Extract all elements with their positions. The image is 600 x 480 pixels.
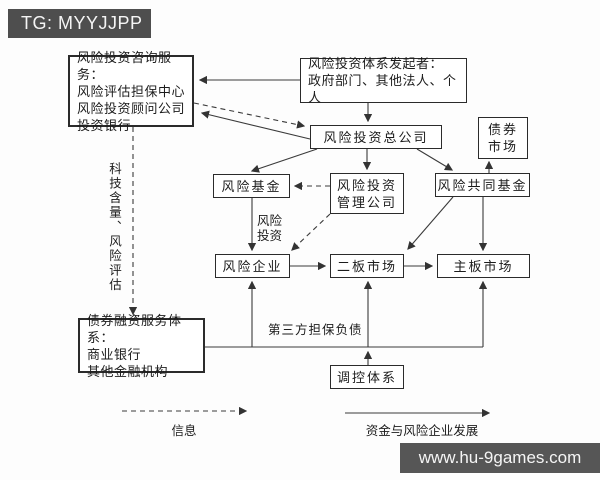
legend-solid-label: 资金与风险企业发展 xyxy=(365,424,479,438)
node-vc-management-co: 风险投资 管理公司 xyxy=(330,173,404,214)
node-bond-market: 债券 市场 xyxy=(478,117,528,159)
node-consult-services: 风险投资咨询服务： 风险评估担保中心 风险投资顾问公司 投资银行 xyxy=(68,50,194,133)
edge-label-tech-content: 科技含量、风险评估 xyxy=(107,162,121,293)
node-consult-line: 风险投资顾问公司 xyxy=(77,100,186,116)
node-bond-market-line: 市场 xyxy=(487,139,518,154)
edge-label-risk-invest: 风险 投资 xyxy=(257,214,282,244)
edge-vchq-to-venture-fund xyxy=(250,148,318,173)
node-vc-management-co-line: 风险投资 xyxy=(336,177,397,193)
node-bond-market-line: 债券 xyxy=(487,122,518,137)
edge-label-third-party-guarantee: 第三方担保负债 xyxy=(268,323,363,337)
node-mutual-fund-label: 风险共同基金 xyxy=(437,177,528,193)
node-vc-headquarters: 风险投资总公司 xyxy=(310,125,442,149)
edge-label-risk-invest-line: 风险 xyxy=(257,214,283,228)
node-bond-finance-services: 债券融资服务体系： 商业银行 其他金融机构 xyxy=(78,313,205,379)
node-venture-enterprise: 风险企业 xyxy=(215,254,290,278)
legend-dashed-label: 信息 xyxy=(171,424,197,438)
node-venture-fund: 风险基金 xyxy=(213,174,290,198)
node-main-board-market-label: 主板市场 xyxy=(453,258,514,274)
edge-vchq-to-mutual-fund xyxy=(416,148,454,171)
node-initiator-line: 风险投资体系发起者： xyxy=(308,56,444,71)
edge-mutual-fund-to-second-board xyxy=(407,196,454,250)
node-bond-finance-line: 商业银行 xyxy=(87,346,142,362)
node-main-board-market: 主板市场 xyxy=(437,254,530,278)
node-initiator: 风险投资体系发起者： 政府部门、其他法人、个人 xyxy=(300,56,467,105)
node-consult-line: 投资银行 xyxy=(77,117,132,133)
edge-label-risk-invest-line: 投资 xyxy=(257,229,283,243)
node-second-board-market: 二板市场 xyxy=(330,254,404,278)
node-initiator-line: 政府部门、其他法人、个人 xyxy=(308,73,457,105)
node-mutual-fund: 风险共同基金 xyxy=(435,173,530,197)
edge-mgmtco-to-venture-ent xyxy=(291,213,331,251)
website-watermark-badge: www.hu-9games.com xyxy=(400,443,600,473)
node-venture-enterprise-label: 风险企业 xyxy=(222,258,283,274)
node-vc-headquarters-label: 风险投资总公司 xyxy=(323,129,429,145)
node-venture-fund-label: 风险基金 xyxy=(221,178,282,194)
node-vc-management-co-line: 管理公司 xyxy=(336,194,397,210)
node-regulation-system-label: 调控体系 xyxy=(336,369,397,385)
node-consult-line: 风险评估担保中心 xyxy=(77,83,186,99)
node-consult-line: 风险投资咨询服务： xyxy=(77,49,172,82)
node-bond-finance-line: 债券融资服务体系： xyxy=(87,312,182,345)
node-second-board-market-label: 二板市场 xyxy=(336,258,397,274)
node-bond-finance-line: 其他金融机构 xyxy=(87,363,169,379)
edge-consult-to-vchq xyxy=(193,102,306,129)
node-regulation-system: 调控体系 xyxy=(330,365,404,389)
edge-vchq-to-consult xyxy=(200,110,311,140)
tg-watermark-badge: TG: MYYJJPP xyxy=(8,9,151,38)
